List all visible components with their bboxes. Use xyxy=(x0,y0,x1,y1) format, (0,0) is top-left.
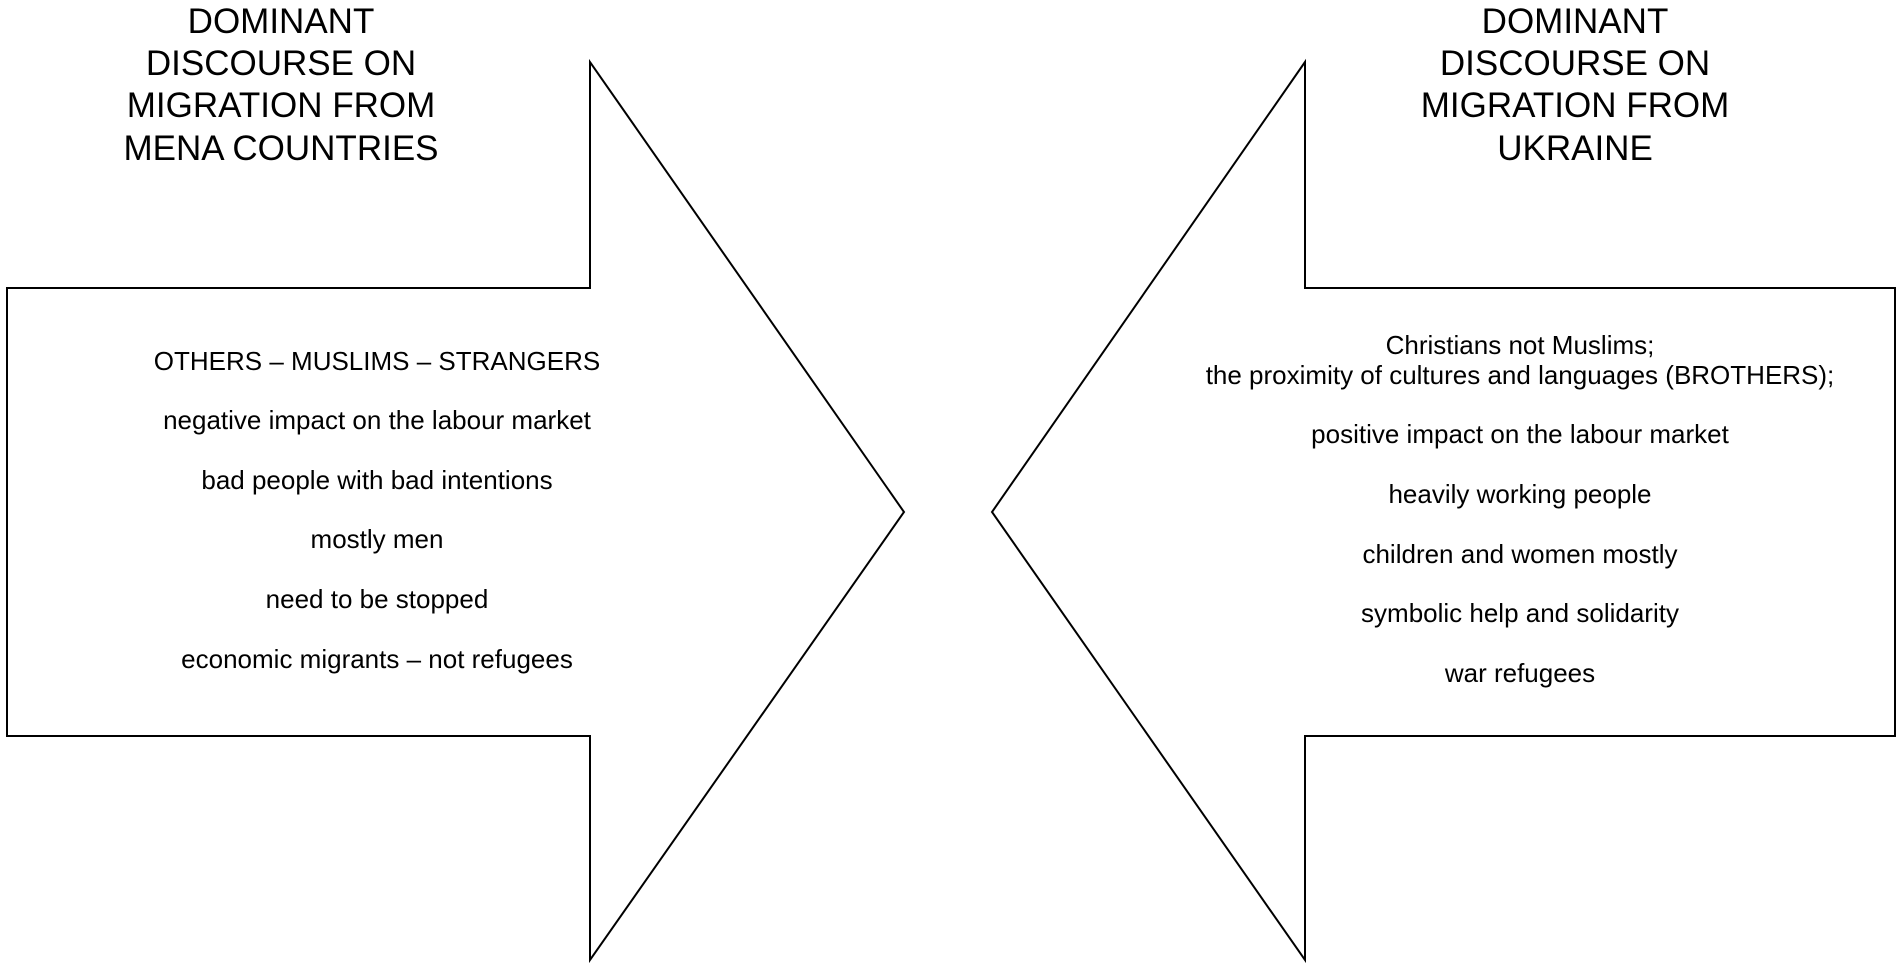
right-arrow-items: Christians not Muslims; the proximity of… xyxy=(1206,330,1835,688)
right-arrow-title: DOMINANT DISCOURSE ON MIGRATION FROM UKR… xyxy=(1421,2,1730,168)
right-item: positive impact on the labour market xyxy=(1311,419,1729,449)
left-item: need to be stopped xyxy=(266,584,489,614)
right-title-line: DOMINANT xyxy=(1482,2,1669,41)
left-item: bad people with bad intentions xyxy=(201,465,552,495)
right-item: the proximity of cultures and languages … xyxy=(1206,360,1835,390)
left-title-line: MIGRATION FROM xyxy=(127,86,436,125)
right-title-line: UKRAINE xyxy=(1497,129,1653,168)
left-arrow-shape xyxy=(6,58,906,964)
left-item: OTHERS – MUSLIMS – STRANGERS xyxy=(154,346,600,376)
right-item: symbolic help and solidarity xyxy=(1361,598,1679,628)
left-arrow-title: DOMINANT DISCOURSE ON MIGRATION FROM MEN… xyxy=(123,2,438,168)
right-item: war refugees xyxy=(1444,658,1595,688)
left-arrow-items: OTHERS – MUSLIMS – STRANGERS negative im… xyxy=(154,346,600,674)
right-item: children and women mostly xyxy=(1362,539,1677,569)
left-item: mostly men xyxy=(311,524,444,554)
right-arrow-shape xyxy=(990,58,1896,964)
left-title-line: DOMINANT xyxy=(188,2,375,41)
left-item: economic migrants – not refugees xyxy=(181,644,573,674)
left-title-line: MENA COUNTRIES xyxy=(123,129,438,168)
right-title-line: DISCOURSE ON xyxy=(1440,44,1710,83)
right-item: Christians not Muslims; xyxy=(1386,330,1655,360)
right-title-line: MIGRATION FROM xyxy=(1421,86,1730,125)
left-title-line: DISCOURSE ON xyxy=(146,44,416,83)
left-item: negative impact on the labour market xyxy=(163,405,592,435)
right-item: heavily working people xyxy=(1388,479,1651,509)
